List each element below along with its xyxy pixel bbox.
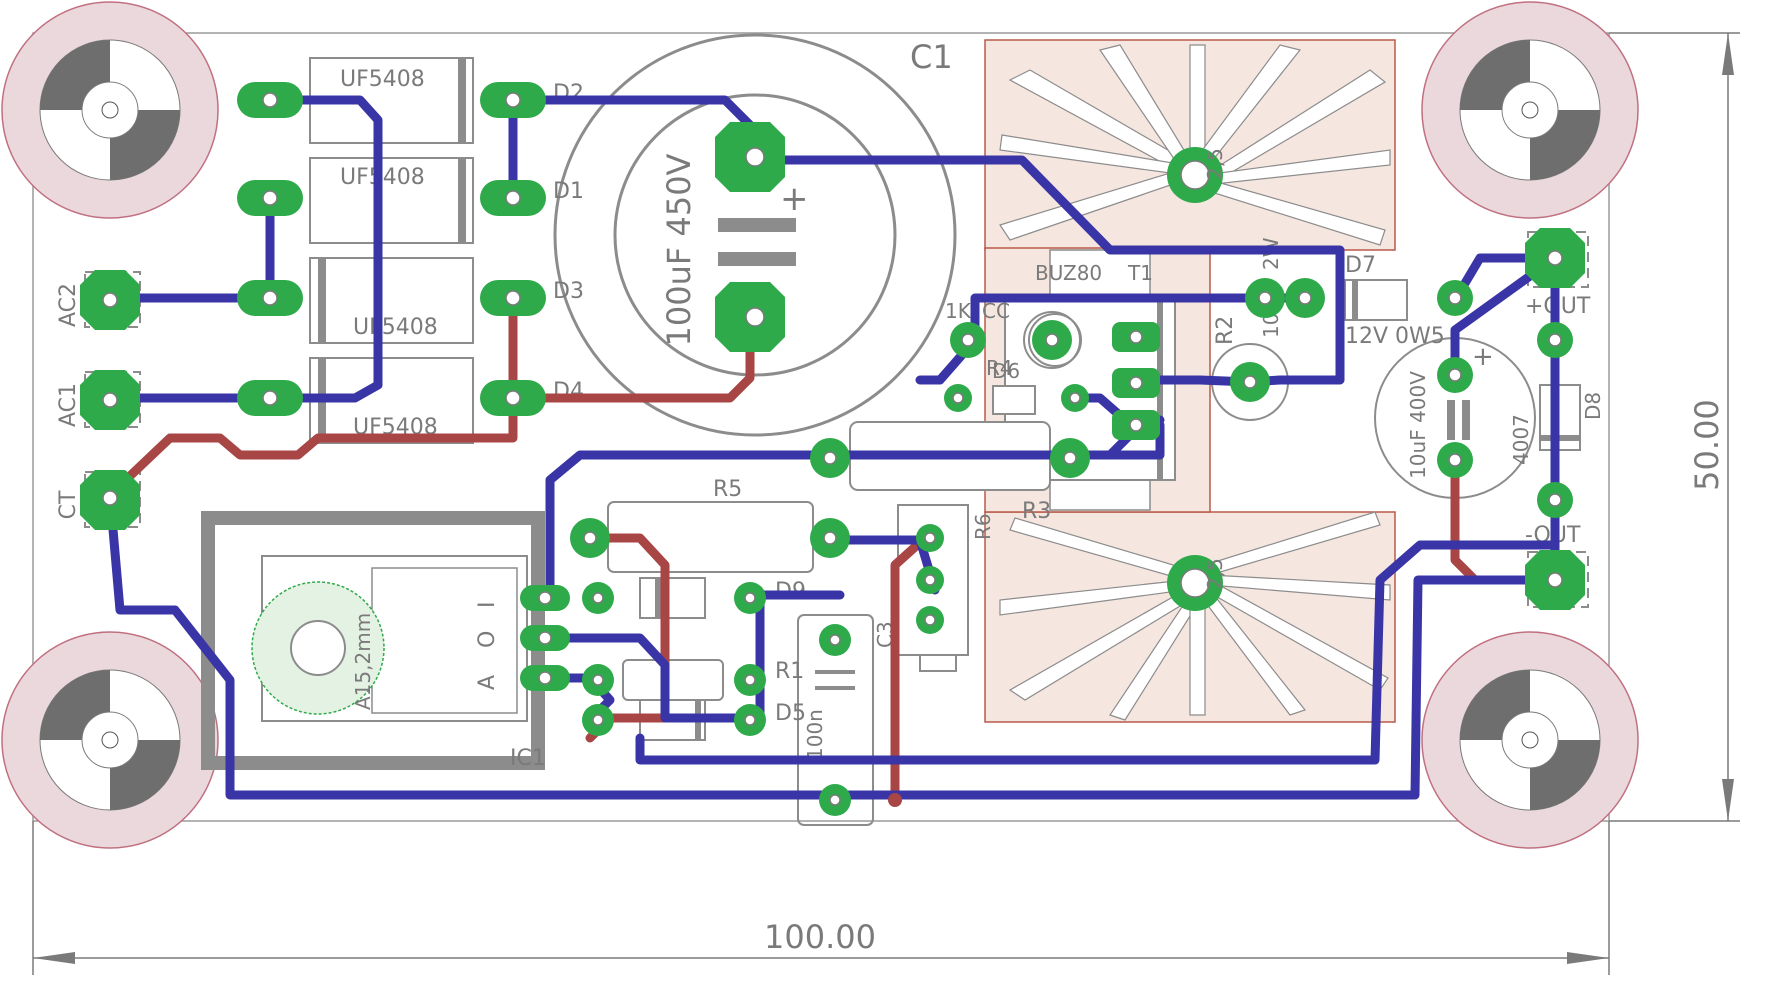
d6-ref: D6 xyxy=(992,359,1020,383)
resistor-r4: 1K CC R4 xyxy=(945,299,1081,380)
ic1-hole: A15,2mm xyxy=(351,613,375,710)
t1-ref: T1 xyxy=(1127,261,1153,285)
d8-value: 4007 xyxy=(1509,414,1533,465)
height-label: 50.00 xyxy=(1688,399,1726,491)
diode-d3: UF5408 D3 xyxy=(309,257,584,344)
ic1-pin-o: O xyxy=(475,631,500,648)
d2-value: UF5408 xyxy=(340,67,425,92)
diode-d6: D6 xyxy=(992,359,1036,415)
d8-ref: D8 xyxy=(1581,392,1605,420)
ic1-pin-a: A xyxy=(475,675,500,690)
resistor-r1: R1 xyxy=(622,659,804,701)
pads xyxy=(80,82,1585,816)
width-label: 100.00 xyxy=(764,918,876,956)
c1-value: 100uF 450V xyxy=(660,153,698,346)
svg-text:+: + xyxy=(1472,342,1494,372)
diode-d7: D7 12V 0W5 xyxy=(1344,253,1445,349)
r2-ref: R2 xyxy=(1213,316,1238,345)
ic1-ref: IC1 xyxy=(510,746,546,771)
ic1-pin-i: I xyxy=(475,602,500,609)
d5-ref: D5 xyxy=(775,701,806,726)
diode-d9: D9 xyxy=(639,577,806,619)
d7-value: 12V 0W5 xyxy=(1345,324,1445,349)
heatsink-top-label: 2,5 xyxy=(1203,148,1227,180)
mounting-hole-top-right xyxy=(1421,1,1639,219)
d3-value: UF5408 xyxy=(353,315,438,340)
d3-ref: D3 xyxy=(553,279,584,304)
r6-ref: R6 xyxy=(971,513,995,540)
r3-ref: R3 xyxy=(1022,499,1051,524)
diode-d2: UF5408 D2 xyxy=(309,57,584,144)
dimension-height: 50.00 xyxy=(1609,32,1740,822)
c3-value: 100n xyxy=(803,709,827,760)
r4-ref: R4 xyxy=(986,356,1013,380)
d7-ref: D7 xyxy=(1345,253,1376,278)
mounting-hole-bottom-right xyxy=(1421,631,1639,849)
ct-label: CT xyxy=(56,490,81,519)
heatsink-top: 2,5 xyxy=(984,39,1396,251)
c1-ref: C1 xyxy=(910,38,953,76)
c2-value: 10uF 400V xyxy=(1406,371,1430,479)
heatsink-bottom-label: 2,5 xyxy=(1203,558,1227,590)
ac2-label: AC2 xyxy=(56,283,81,327)
r5-ref: R5 xyxy=(713,477,742,502)
r1-ref: R1 xyxy=(775,659,804,684)
diode-d8: D8 4007 xyxy=(1509,384,1605,465)
svg-text:+: + xyxy=(780,179,809,219)
r4-value: 1K xyxy=(945,299,972,323)
ac1-label: AC1 xyxy=(56,383,81,427)
dimension-width: 100.00 xyxy=(32,821,1610,975)
mounting-hole-top-left xyxy=(1,1,219,219)
mounting-hole-bottom-left xyxy=(1,631,219,849)
heatsink-bottom: 2,5 xyxy=(984,511,1396,723)
capacitor-c1: + 100uF 450V C1 xyxy=(553,33,957,437)
cc-label: CC xyxy=(982,299,1010,323)
t1-name: BUZ80 xyxy=(1035,261,1102,285)
d1-ref: D1 xyxy=(553,179,584,204)
